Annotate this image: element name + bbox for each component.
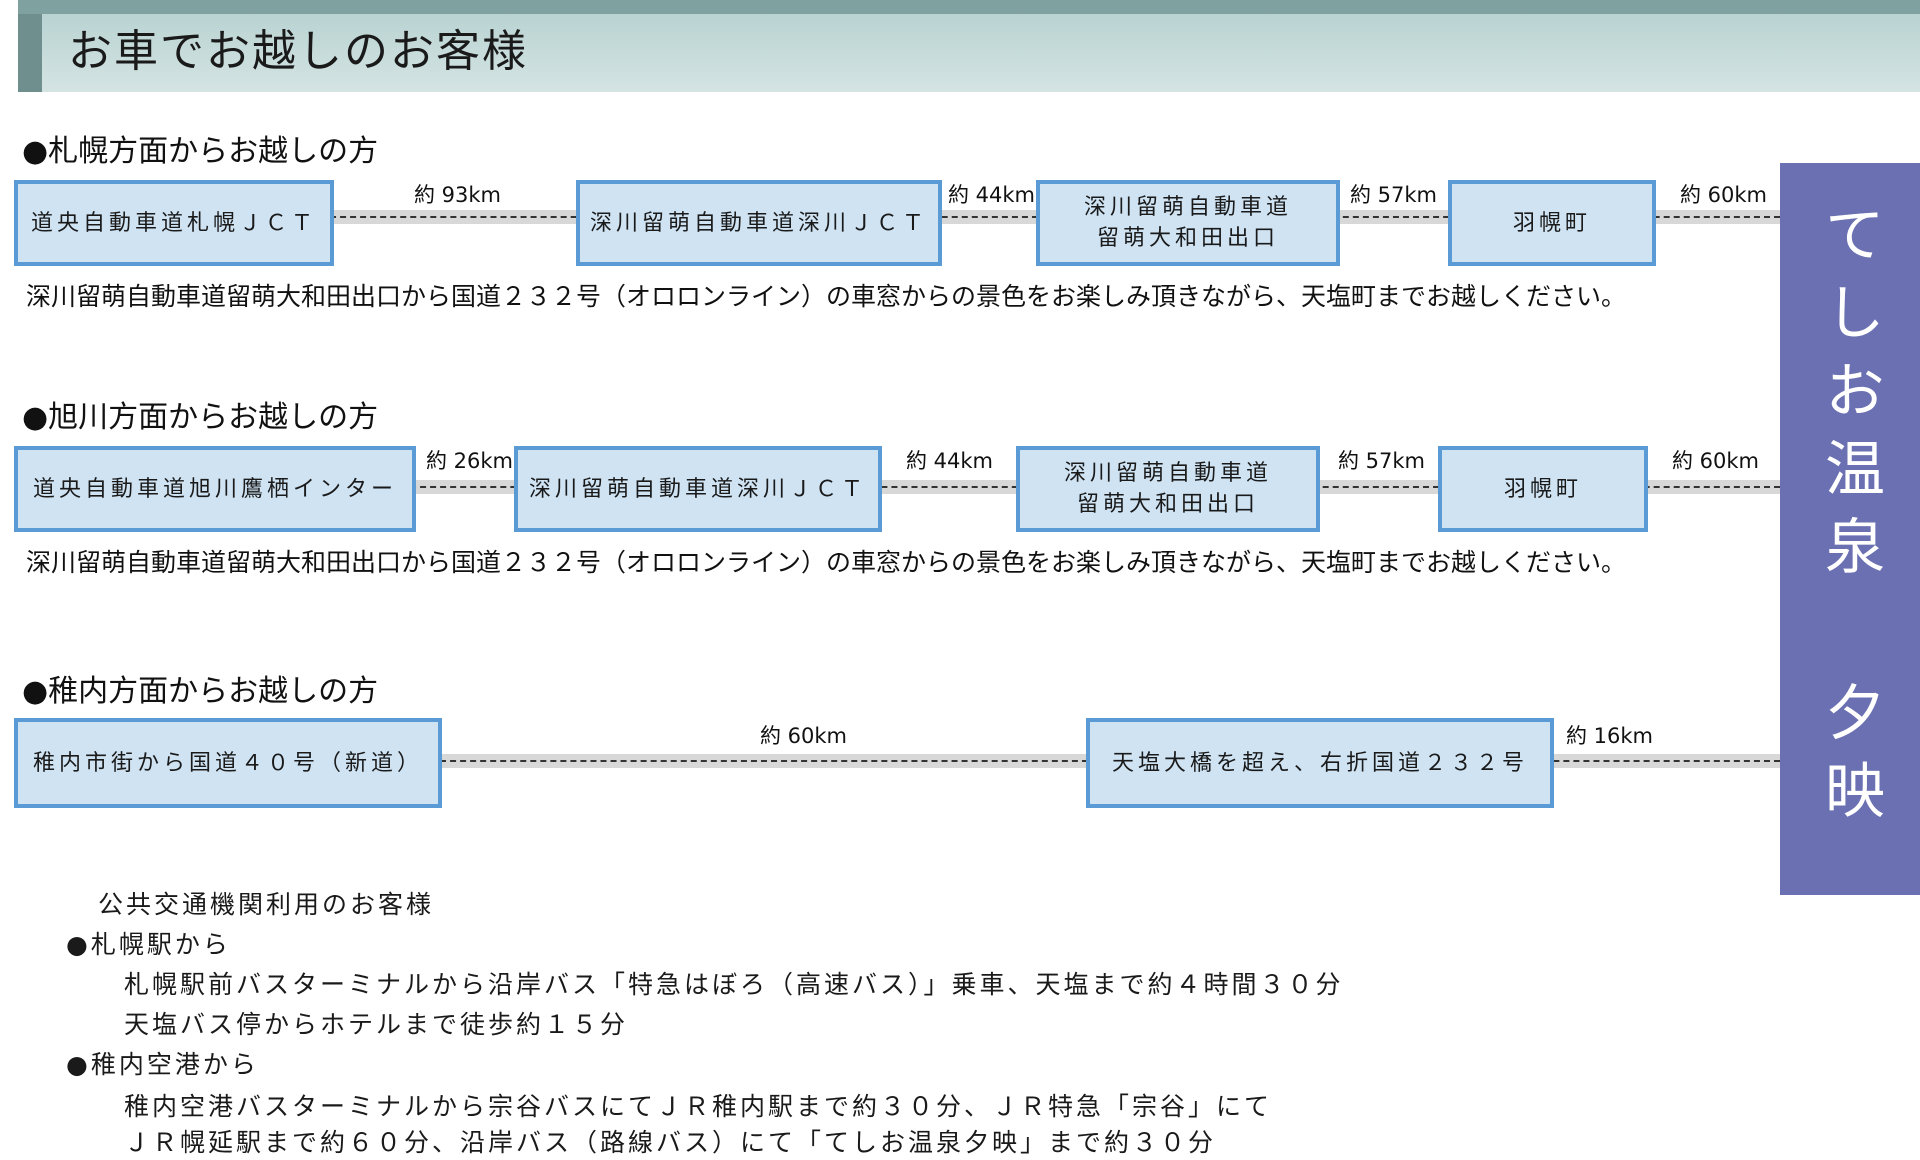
route-asahikawa-distance-4: 約 60km bbox=[1672, 449, 1760, 473]
route-asahikawa-distance-3: 約 57km bbox=[1338, 449, 1426, 473]
public-transport-wakkanai-line-1: 稚内空港バスターミナルから宗谷バスにてＪＲ稚内駅まで約３０分、ＪＲ特急「宗谷」に… bbox=[124, 1092, 1273, 1121]
route-asahikawa-heading: ●旭川方面からお越しの方 bbox=[22, 400, 379, 435]
header-top-stripe bbox=[18, 0, 1920, 14]
page-title: お車でお越しのお客様 bbox=[68, 26, 528, 77]
route-wakkanai-stop-2: 天塩大橋を超え、右折国道２３２号 bbox=[1086, 718, 1554, 808]
route-asahikawa-distance-2: 約 44km bbox=[906, 449, 994, 473]
hotel-name: てしお温泉 夕映 bbox=[1814, 203, 1885, 837]
public-transport-sapporo-line-1: 札幌駅前バスターミナルから沿岸バス「特急はぼろ（高速バス）」乗車、天塩まで約４時… bbox=[124, 970, 1344, 999]
route-wakkanai-heading: ●稚内方面からお越しの方 bbox=[22, 674, 379, 709]
hotel-name-panel: てしお温泉 夕映 bbox=[1780, 163, 1920, 895]
route-sapporo-distance-1: 約 93km bbox=[414, 183, 502, 207]
header-accent bbox=[18, 14, 42, 92]
route-asahikawa-stop-2: 深川留萌自動車道深川ＪＣＴ bbox=[514, 446, 882, 532]
route-sapporo-stop-4: 羽幌町 bbox=[1448, 180, 1656, 266]
route-asahikawa-note: 深川留萌自動車道留萌大和田出口から国道２３２号（オロロンライン）の車窓からの景色… bbox=[26, 548, 1627, 577]
header-band bbox=[18, 14, 1920, 92]
public-transport-wakkanai-label: ●稚内空港から bbox=[66, 1050, 259, 1079]
route-sapporo-stop-3: 深川留萌自動車道 留萌大和田出口 bbox=[1036, 180, 1340, 266]
public-transport-wakkanai-line-2: ＪＲ幌延駅まで約６０分、沿岸バス（路線バス）にて「てしお温泉夕映」まで約３０分 bbox=[124, 1128, 1217, 1157]
route-sapporo-distance-4: 約 60km bbox=[1680, 183, 1768, 207]
route-asahikawa-distance-1: 約 26km bbox=[426, 449, 514, 473]
route-sapporo-stop-2: 深川留萌自動車道深川ＪＣＴ bbox=[576, 180, 942, 266]
route-sapporo-note: 深川留萌自動車道留萌大和田出口から国道２３２号（オロロンライン）の車窓からの景色… bbox=[26, 282, 1627, 311]
route-wakkanai-distance-2: 約 16km bbox=[1566, 724, 1654, 748]
route-sapporo-distance-3: 約 57km bbox=[1350, 183, 1438, 207]
route-asahikawa-stop-3: 深川留萌自動車道 留萌大和田出口 bbox=[1016, 446, 1320, 532]
route-sapporo-stop-1: 道央自動車道札幌ＪＣＴ bbox=[14, 180, 334, 266]
route-sapporo-heading: ●札幌方面からお越しの方 bbox=[22, 134, 379, 169]
route-sapporo-distance-2: 約 44km bbox=[948, 183, 1036, 207]
route-asahikawa-stop-4: 羽幌町 bbox=[1438, 446, 1648, 532]
route-wakkanai-stop-1: 稚内市街から国道４０号（新道） bbox=[14, 718, 442, 808]
route-asahikawa-stop-1: 道央自動車道旭川鷹栖インター bbox=[14, 446, 416, 532]
public-transport-heading: 公共交通機関利用のお客様 bbox=[98, 890, 435, 919]
public-transport-sapporo-line-2: 天塩バス停からホテルまで徒歩約１５分 bbox=[124, 1010, 629, 1039]
public-transport-sapporo-label: ●札幌駅から bbox=[66, 930, 231, 959]
route-wakkanai-distance-1: 約 60km bbox=[760, 724, 848, 748]
